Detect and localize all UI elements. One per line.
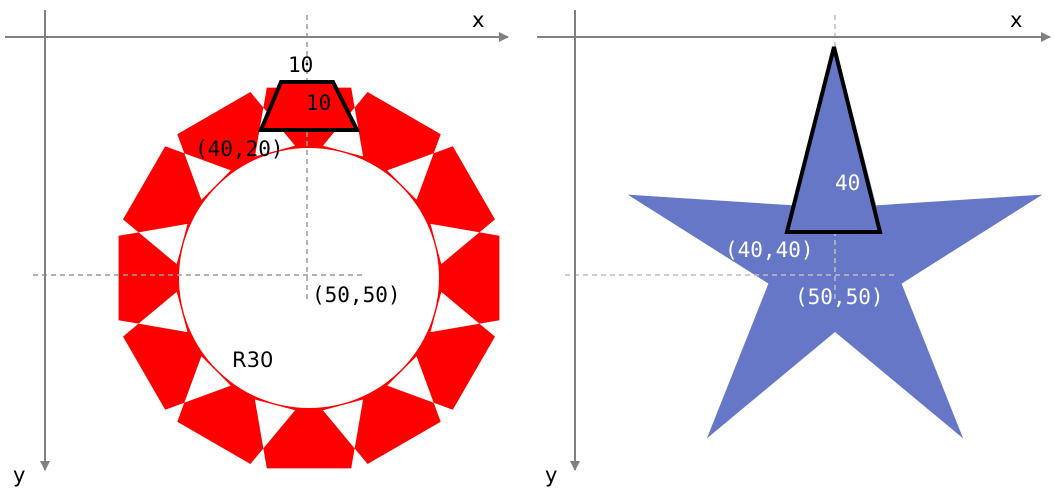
star-panel: x y 40 (40,40) (50,50) [537,8,1051,487]
star-spike-outline [784,46,883,234]
gear-center-label: (50,50) [312,283,401,307]
spike-corner-label: (40,40) [725,238,814,262]
tooth-width-label: 10 [288,53,313,77]
tooth-corner-label: (40,20) [195,137,284,161]
tooth-height-label: 10 [306,91,331,115]
gear-shape [118,87,500,469]
gear-top-tooth-outline [258,80,361,132]
star-y-axis-label: y [545,463,557,487]
gear-panel: x y 10 10 (40,20) (50,50) R30 [5,8,509,487]
star-x-axis-label: x [1010,8,1022,32]
gear-radius-label: R30 [232,348,273,372]
gear-x-axis-label: x [472,8,484,32]
spike-height-label: 40 [835,171,860,195]
star-center-label: (50,50) [795,285,884,309]
gear-y-axis-label: y [13,463,25,487]
